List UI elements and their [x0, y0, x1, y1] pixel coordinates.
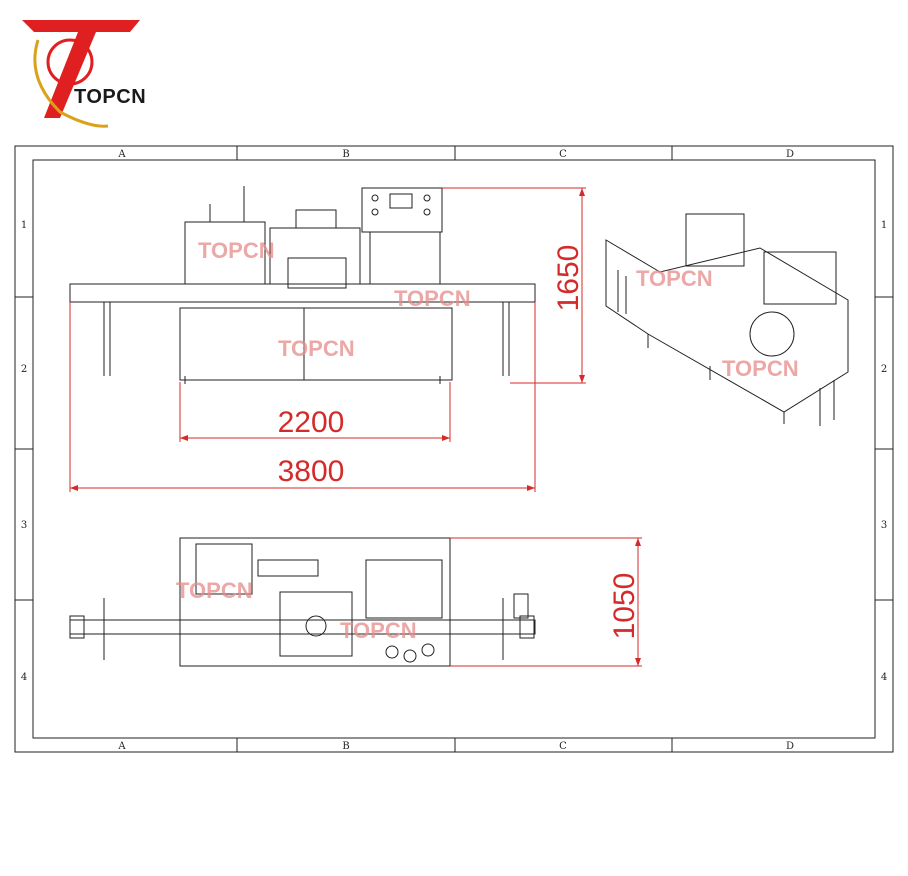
- watermark-3: TOPCN: [278, 336, 355, 361]
- dimension-labels: 1650 2200 3800 1050: [278, 245, 641, 640]
- col-label-bottom-c: C: [559, 741, 567, 752]
- col-label-top-d: D: [786, 149, 794, 160]
- front-view: [69, 186, 536, 384]
- col-label-bottom-b: B: [342, 741, 349, 752]
- drawing-frame: [14, 145, 894, 753]
- row-label-left-2: 2: [21, 364, 27, 375]
- row-label-right-2: 2: [881, 364, 887, 375]
- col-label-bottom-a: A: [117, 741, 126, 752]
- frame-labels: A B C D A B C D 1 2 3 4 1 2 3 4: [21, 149, 887, 752]
- row-label-left-1: 1: [21, 220, 27, 231]
- watermark-6: TOPCN: [176, 578, 253, 603]
- watermarks: TOPCN TOPCN TOPCN TOPCN TOPCN TOPCN TOPC…: [176, 238, 799, 643]
- top-view: [69, 537, 536, 667]
- watermark-5: TOPCN: [722, 356, 799, 381]
- logo-wordmark: TOPCN: [74, 86, 147, 108]
- watermark-7: TOPCN: [340, 618, 417, 643]
- isometric-view: [605, 213, 849, 426]
- watermark-2: TOPCN: [394, 286, 471, 311]
- col-label-top-c: C: [559, 149, 567, 160]
- col-label-top-a: A: [117, 149, 126, 160]
- col-label-bottom-d: D: [786, 741, 794, 752]
- dimension-arrows: [70, 188, 641, 666]
- topcn-logo-icon: [22, 20, 140, 128]
- dimension-lines: [69, 187, 642, 667]
- dimension-height: 1650: [552, 245, 585, 312]
- row-label-right-3: 3: [881, 520, 887, 531]
- row-label-right-4: 4: [881, 672, 887, 683]
- dimension-width-total: 3800: [278, 455, 345, 488]
- col-label-top-b: B: [342, 149, 349, 160]
- watermark-4: TOPCN: [636, 266, 713, 291]
- watermark-1: TOPCN: [198, 238, 275, 263]
- row-label-left-3: 3: [21, 520, 27, 531]
- dimension-depth: 1050: [608, 573, 641, 640]
- row-label-left-4: 4: [21, 672, 27, 683]
- row-label-right-1: 1: [881, 220, 887, 231]
- dimension-width-frame: 2200: [278, 406, 345, 439]
